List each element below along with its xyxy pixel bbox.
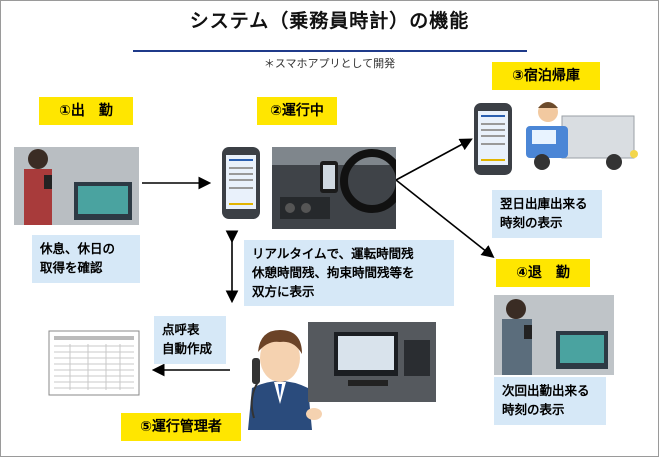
note-kyusoku-line1: 休息、休日の (40, 241, 116, 256)
note-kyusoku: 休息、休日の 取得を確認 (32, 235, 140, 283)
truck-dashboard-photo (272, 147, 396, 229)
manager-on-phone-illustration (248, 330, 322, 430)
truck-driver-illustration (526, 102, 638, 170)
note-realtime-line1: リアルタイムで、運転時間残 (252, 246, 414, 261)
arrow-2-to-3 (395, 138, 473, 181)
step1-badge: ①出 勤 (39, 97, 133, 125)
note-jikai-line1: 次回出勤出来る (502, 383, 590, 398)
smartphone-app-icon (222, 147, 260, 219)
note-yokujitsu: 翌日出庫出来る 時刻の表示 (492, 190, 602, 238)
office-monitor-photo (308, 322, 436, 402)
note-tenko-line1: 点呼表 (162, 322, 200, 337)
note-tenko: 点呼表 自動作成 (154, 316, 226, 364)
driver-photo-illustration-2 (494, 295, 614, 375)
office-illustration (308, 322, 436, 402)
driver-clockin-photo (14, 147, 139, 225)
page-title: システム（乗務員時計）の機能 (189, 10, 470, 32)
driver-photo-illustration (14, 147, 139, 225)
note-kyusoku-line2: 取得を確認 (40, 260, 103, 275)
note-yokujitsu-line1: 翌日出庫出来る (500, 196, 588, 211)
note-jikai-line2: 時刻の表示 (502, 402, 565, 417)
dashboard-illustration (272, 147, 396, 229)
step4-badge: ④退 勤 (496, 259, 590, 287)
note-tenko-line2: 自動作成 (162, 341, 213, 356)
step2-badge: ②運行中 (257, 97, 337, 125)
note-jikai: 次回出勤出来る 時刻の表示 (494, 377, 606, 425)
driver-clockout-photo (494, 295, 614, 375)
note-realtime-line2: 休憩時間残、拘束時間残等を (252, 265, 415, 280)
subtitle: ＊スマホアプリとして開発 (263, 57, 396, 70)
step5-badge: ⑤運行管理者 (121, 413, 241, 441)
note-yokujitsu-line2: 時刻の表示 (500, 215, 563, 230)
title-underline (133, 50, 527, 52)
step3-badge: ③宿泊帰庫 (492, 62, 600, 90)
smartphone-app-icon-2 (474, 103, 512, 175)
roll-call-report-icon (48, 330, 140, 396)
arrow-2-to-4 (395, 179, 495, 258)
note-realtime-line3: 双方に表示 (252, 284, 315, 299)
note-realtime: リアルタイムで、運転時間残 休憩時間残、拘束時間残等を 双方に表示 (244, 240, 454, 306)
